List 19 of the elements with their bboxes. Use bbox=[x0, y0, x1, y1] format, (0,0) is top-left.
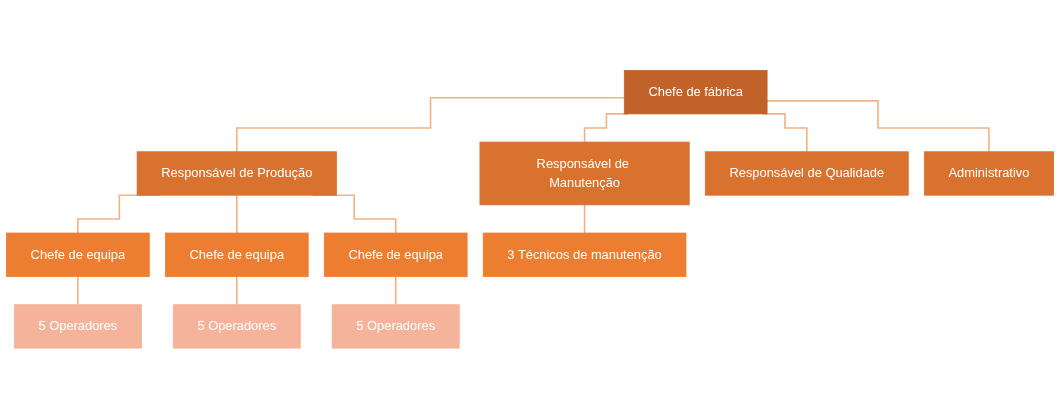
node-box: 5 Operadores bbox=[172, 304, 301, 349]
node-box: 3 Técnicos de manutenção bbox=[482, 232, 687, 278]
connector bbox=[394, 275, 397, 306]
connector bbox=[77, 275, 79, 306]
connector bbox=[236, 194, 238, 235]
node-box: Responsável de Manutenção bbox=[479, 141, 690, 206]
node-box: Chefe de equipa bbox=[165, 232, 309, 278]
node-box: Responsável de Qualidade bbox=[704, 151, 909, 196]
node-box: Chefe de fábrica bbox=[623, 70, 768, 115]
node-box: 5 Operadores bbox=[13, 304, 142, 349]
connector bbox=[583, 204, 586, 235]
node-box: Administrativo bbox=[923, 151, 1054, 196]
connector bbox=[236, 275, 238, 306]
node-box: Chefe de equipa bbox=[323, 232, 468, 278]
connector bbox=[766, 100, 990, 153]
node-box: 5 Operadores bbox=[331, 304, 460, 349]
connector bbox=[236, 97, 626, 153]
node-box: Chefe de equipa bbox=[6, 232, 150, 278]
node-box: Responsável de Produção bbox=[136, 151, 337, 196]
